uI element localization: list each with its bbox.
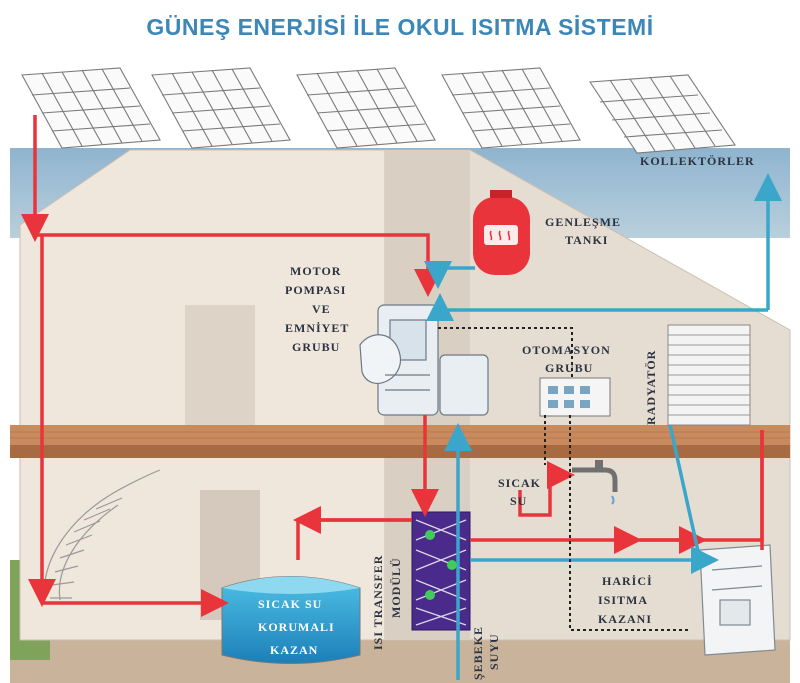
- label-expansion-tank-line1: GENLEŞME: [545, 215, 621, 229]
- label-motor-line2: POMPASI: [285, 283, 346, 297]
- label-heat-transfer-line1: ISI TRANSFER: [371, 555, 385, 650]
- label-motor-line3: VE: [312, 302, 331, 316]
- heat-transfer-module: [411, 511, 471, 631]
- faucet-icon: [572, 460, 618, 505]
- spiral-staircase: [43, 469, 161, 601]
- label-external-boiler-line3: KAZANI: [598, 612, 652, 626]
- label-storage-line1: SICAK SU: [258, 597, 322, 611]
- label-external-boiler-line1: HARİCİ: [602, 574, 653, 588]
- label-expansion-tank-line2: TANKI: [565, 233, 608, 247]
- label-hot-water-line1: SICAK: [498, 476, 541, 490]
- label-storage-line3: KAZAN: [270, 643, 318, 657]
- label-motor-line1: MOTOR: [290, 264, 341, 278]
- collector-panel: [296, 67, 436, 149]
- upper-doorway: [185, 305, 255, 425]
- hot-water-storage-tank: [221, 576, 361, 664]
- label-mains-line2: SUYU: [487, 633, 501, 670]
- label-radiator: RADYATÖR: [644, 350, 658, 425]
- label-automation-line1: OTOMASYON: [522, 343, 611, 357]
- label-storage-line2: KORUMALI: [258, 620, 335, 634]
- collector-panel: [151, 67, 291, 149]
- collector-panel: [589, 74, 736, 154]
- cold-water-lines: [424, 173, 782, 680]
- label-external-boiler-line2: ISITMA: [598, 593, 648, 607]
- label-mains-line1: ŞEBEKE: [471, 626, 485, 680]
- solar-collectors: [21, 67, 736, 154]
- collector-panel: [441, 67, 581, 149]
- page-title: GÜNEŞ ENERJİSİ İLE OKUL ISITMA SİSTEMİ: [146, 14, 654, 40]
- expansion-tank: [473, 190, 530, 275]
- label-automation-line2: GRUBU: [545, 361, 593, 375]
- automation-wiring: [438, 327, 690, 631]
- floor-slab: [10, 425, 790, 445]
- label-motor-line5: GRUBU: [292, 340, 340, 354]
- motor-pump: [359, 304, 489, 416]
- label-collectors: KOLLEKTÖRLER: [640, 154, 755, 168]
- collector-panel: [21, 67, 161, 149]
- label-heat-transfer-line2: MODÜLÜ: [389, 557, 403, 618]
- automation-panel: [539, 377, 611, 417]
- label-hot-water-line2: SU: [510, 494, 527, 508]
- radiator: [667, 324, 751, 426]
- label-motor-line4: EMNİYET: [285, 321, 349, 335]
